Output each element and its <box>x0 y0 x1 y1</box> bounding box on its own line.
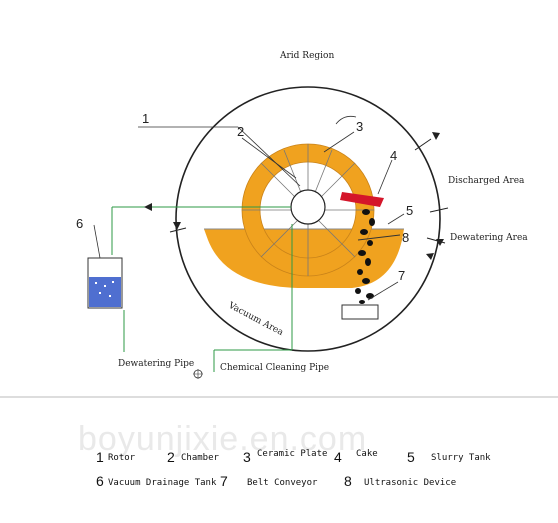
callout-6: 6 <box>76 216 83 231</box>
rotation-arrow-top-right <box>432 132 440 140</box>
falling-cake <box>355 209 375 304</box>
tick-mark-2 <box>429 207 449 213</box>
legend-num-8: 8 <box>344 473 352 489</box>
legend-num-6: 6 <box>96 473 104 489</box>
outer-rotation-circle <box>175 86 441 352</box>
callout-3: 3 <box>356 119 363 134</box>
legend-num-7: 7 <box>220 473 228 489</box>
callout-leaders <box>93 115 405 301</box>
arid-region-label: Arid Region <box>279 51 334 61</box>
legend-text-8: Ultrasonic Device <box>364 478 456 488</box>
legend-num-2: 2 <box>167 449 175 465</box>
legend-text-7: Belt Conveyor <box>247 478 318 488</box>
chemical-cleaning-pipe-label: Chemical Cleaning Pipe <box>220 363 329 373</box>
dewatering-pipe <box>111 206 291 255</box>
rotor-hub <box>290 189 326 225</box>
callout-8: 8 <box>402 230 409 245</box>
rotation-arrow-right-lower <box>426 253 434 260</box>
dewatering-pipe-label: Dewatering Pipe <box>118 359 194 369</box>
watermark: boyunjixie.en.com <box>78 420 367 458</box>
legend-num-3: 3 <box>243 449 251 465</box>
legend-num-5: 5 <box>407 449 415 465</box>
legend-text-1: Rotor <box>108 453 136 463</box>
tick-mark-1 <box>414 138 432 151</box>
callout-1: 1 <box>142 111 149 126</box>
callout-2: 2 <box>237 124 244 139</box>
valve-icon <box>193 369 203 379</box>
drainage-tank-liquid <box>89 277 121 307</box>
legend-text-6: Vacuum Drainage Tank <box>108 478 217 488</box>
dewatering-area-label: Dewatering Area <box>450 233 528 243</box>
tank-bubbles <box>95 281 114 297</box>
legend-num-4: 4 <box>334 449 342 465</box>
legend-row-1: 1 Rotor 2 Chamber 3 Ceramic Plate 4 Cake… <box>96 449 491 465</box>
legend-row-2: 6 Vacuum Drainage Tank 7 Belt Conveyor 8… <box>96 473 456 489</box>
rotation-arrow-left <box>173 222 181 230</box>
legend-num-1: 1 <box>96 449 104 465</box>
legend-text-5: Slurry Tank <box>431 453 491 463</box>
tick-mark-4 <box>169 227 187 233</box>
legend-text-2: Chamber <box>181 453 220 463</box>
callout-7: 7 <box>398 268 405 283</box>
callout-5: 5 <box>406 203 413 218</box>
vacuum-area-label: Vacuum Area <box>226 300 286 338</box>
belt-conveyor-box <box>341 304 379 320</box>
legend-text-4: Cake <box>356 449 378 459</box>
discharged-area-label: Discharged Area <box>448 176 525 186</box>
chemical-cleaning-pipe <box>123 224 293 372</box>
dewatering-flow-arrow <box>144 203 152 211</box>
tick-mark-3 <box>426 237 446 244</box>
scraper-blade <box>340 192 384 207</box>
legend-text-3: Ceramic Plate <box>257 449 327 459</box>
callout-4: 4 <box>390 148 397 163</box>
ultrasonic-device-line <box>357 234 401 241</box>
